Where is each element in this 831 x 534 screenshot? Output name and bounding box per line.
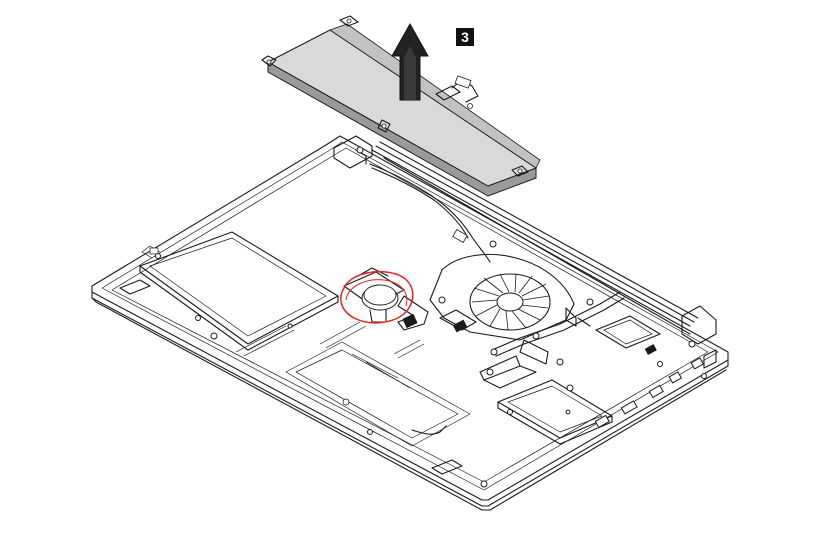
lift-arrow — [391, 22, 429, 101]
cooling-fan — [429, 253, 594, 341]
battery-screw-hole — [467, 103, 473, 109]
antenna-cable — [369, 163, 491, 263]
rubber-foot — [431, 459, 463, 475]
small-cables — [195, 315, 663, 415]
flex-connector — [439, 309, 477, 333]
battery-mount-tab — [511, 165, 529, 177]
rubber-foot — [119, 279, 151, 295]
speaker-area — [285, 341, 488, 488]
coin-cell-battery — [343, 267, 429, 331]
memory-module — [497, 379, 613, 445]
battery-mount-tab — [339, 15, 359, 27]
heat-pipe-assembly — [479, 291, 625, 389]
battery-mount-tab — [261, 55, 277, 67]
battery-connector — [435, 75, 479, 103]
battery-mount-tab — [377, 119, 391, 133]
m2-slot — [595, 315, 661, 355]
battery-pack — [261, 15, 541, 197]
side-ports — [594, 349, 717, 429]
hard-disk-drive — [139, 231, 339, 351]
step-number-badge: 3 — [456, 28, 474, 46]
chassis-outline — [91, 135, 729, 501]
highlight-circle — [340, 270, 414, 324]
